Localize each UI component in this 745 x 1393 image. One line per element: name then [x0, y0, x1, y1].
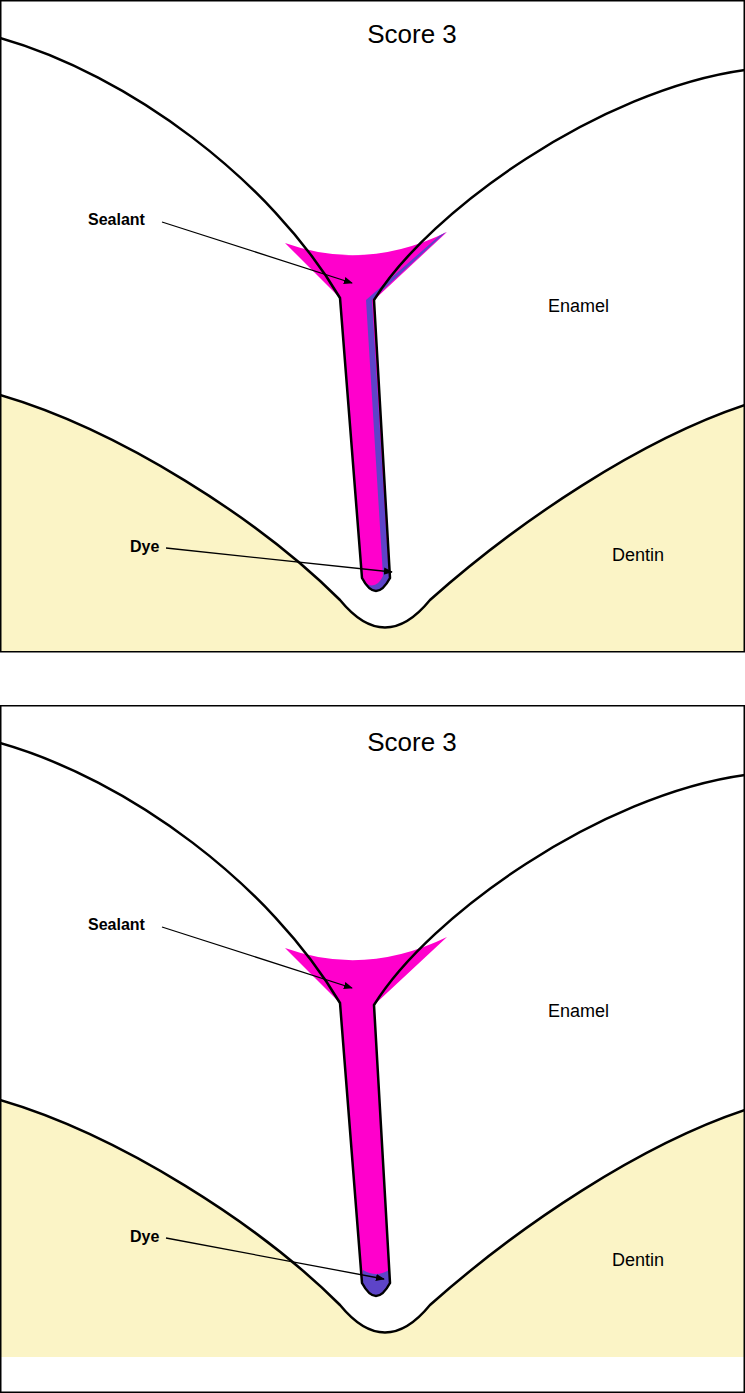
part-label: Dentin [612, 545, 664, 566]
dye-stain [363, 232, 446, 592]
panel-frame [1, 1, 745, 652]
panel-frame [1, 706, 745, 1393]
part-label: Dye [130, 538, 159, 556]
bottom-panel [0, 706, 745, 1393]
part-label: Enamel [548, 1001, 609, 1022]
dye-stain [362, 1270, 390, 1296]
leader-line [166, 548, 392, 572]
leader-line [162, 927, 352, 988]
part-label: Dye [130, 1228, 159, 1246]
part-label: Sealant [88, 916, 145, 934]
leader-line [166, 1238, 384, 1279]
part-label: Dentin [612, 1250, 664, 1271]
panel-title: Score 3 [367, 728, 457, 758]
part-label: Sealant [88, 211, 145, 229]
top-panel [0, 1, 745, 652]
panel-title: Score 3 [367, 20, 457, 50]
leader-line [162, 222, 352, 283]
part-label: Enamel [548, 296, 609, 317]
